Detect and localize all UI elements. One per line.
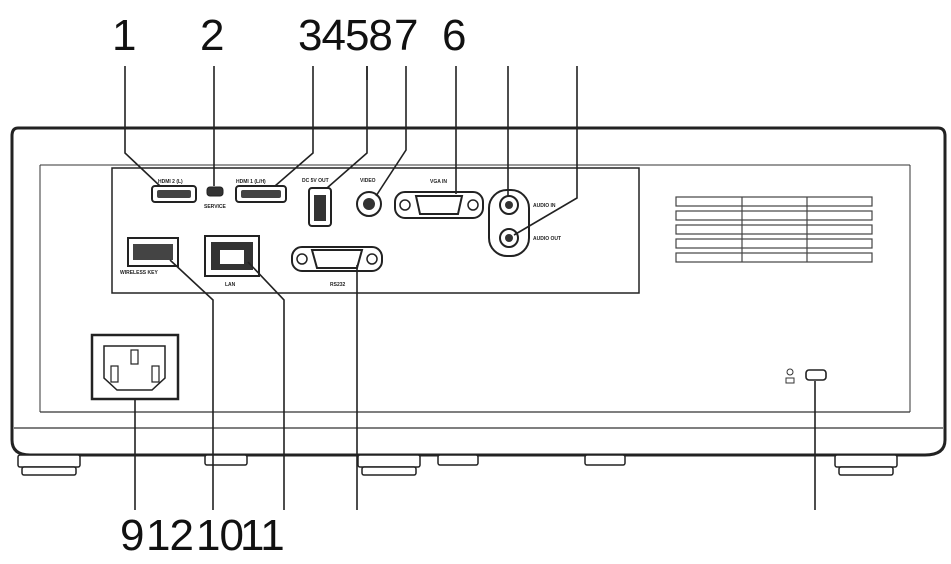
- callout-7: 7: [394, 11, 419, 60]
- usb-wireless-port: WIRELESS KEY: [120, 237, 179, 276]
- feet: [17, 454, 898, 476]
- ac-power-socket: [90, 333, 180, 401]
- vga-port: VGA IN: [394, 179, 484, 219]
- service-label: SERVICE: [204, 204, 227, 210]
- hdmi1-label: HDMI 1 (L/H): [236, 179, 266, 185]
- callout-11: 11: [240, 511, 285, 560]
- dc-out-label: DC 5V OUT: [302, 178, 329, 184]
- callout-1: 1: [112, 11, 137, 60]
- hdmi1-port: HDMI 1 (L/H): [235, 179, 287, 203]
- service-port: SERVICE: [204, 186, 227, 210]
- lan-label: LAN: [225, 282, 236, 288]
- usb-dc-out-port: DC 5V OUT: [302, 178, 332, 227]
- callout-3458: 3458: [298, 11, 393, 60]
- io-panel: HDMI 2 (L) SERVICE HDMI 1 (L/H) DC 5V OU…: [111, 167, 640, 294]
- hdmi2-label: HDMI 2 (L): [158, 179, 183, 185]
- wireless-label: WIRELESS KEY: [120, 270, 158, 276]
- vent-grille: [675, 196, 873, 263]
- kensington-lock: [785, 368, 827, 384]
- callout-12: 12: [146, 511, 194, 560]
- rs232-label: RS232: [330, 282, 346, 288]
- video-port: VIDEO: [356, 178, 382, 217]
- video-label: VIDEO: [360, 178, 376, 184]
- vga-label: VGA IN: [430, 179, 447, 185]
- hdmi2-port: HDMI 2 (L): [151, 179, 197, 203]
- callout-6: 6: [442, 11, 467, 60]
- leader-lines-top: [124, 66, 578, 236]
- leader-lines-bottom: [134, 259, 816, 510]
- lan-port: LAN: [204, 235, 260, 288]
- callout-9: 9: [120, 511, 145, 560]
- audio-out-label: AUDIO OUT: [533, 236, 561, 242]
- callout-10: 10: [196, 511, 244, 560]
- audio-ports: AUDIO IN AUDIO OUT: [488, 189, 561, 257]
- rs232-port: RS232: [291, 246, 383, 288]
- audio-in-label: AUDIO IN: [533, 203, 556, 209]
- callout-2: 2: [200, 11, 225, 60]
